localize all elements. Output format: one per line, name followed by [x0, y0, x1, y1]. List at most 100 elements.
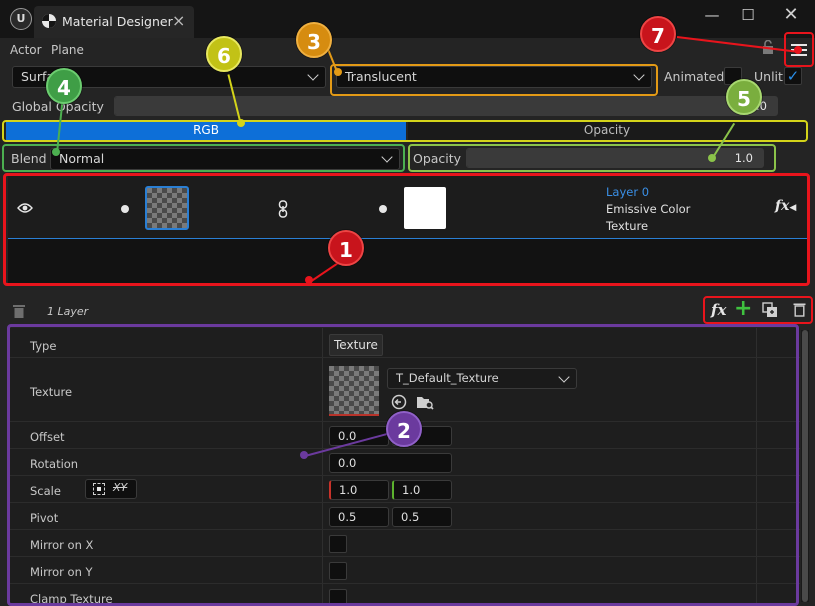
- clamp-texture-label: Clamp Texture: [30, 592, 113, 606]
- annotation-dot-5: [708, 154, 716, 162]
- unlit-label: Unlit: [754, 69, 783, 84]
- global-opacity-slider[interactable]: 1.0: [114, 96, 778, 116]
- layer-stack: Layer 0 Emissive Color Texture fx◀: [8, 176, 808, 284]
- add-effect-button[interactable]: fx: [711, 301, 727, 319]
- annotation-badge-5: 5: [726, 79, 762, 115]
- annotation-dot-3: [334, 68, 342, 76]
- mask-indicator-dot: [121, 205, 129, 213]
- properties-panel: Type Texture Texture T_Default_Texture O…: [10, 328, 800, 606]
- pivot-x-input[interactable]: 0.5: [329, 507, 389, 527]
- delete-layer-icon[interactable]: [793, 302, 806, 317]
- caret-left-icon: ◀: [789, 203, 797, 213]
- annotation-dot-1: [305, 276, 313, 284]
- chevron-down-icon: [307, 69, 319, 81]
- tab-rgb[interactable]: RGB: [6, 122, 406, 140]
- animated-label: Animated: [664, 69, 725, 84]
- layer-name: Layer 0: [606, 185, 650, 199]
- scale-y-input[interactable]: 1.0: [392, 480, 452, 500]
- add-layer-button[interactable]: +: [734, 296, 753, 321]
- texture-dropdown[interactable]: T_Default_Texture: [387, 368, 577, 389]
- close-tab-icon[interactable]: ×: [172, 11, 186, 30]
- layer-type: Texture: [606, 219, 649, 233]
- scale-label: Scale: [30, 484, 61, 498]
- fx-label: fx: [775, 198, 790, 214]
- scale-x-input[interactable]: 1.0: [329, 480, 389, 500]
- annotation-dot-2: [300, 451, 308, 459]
- unreal-logo-icon: U: [10, 8, 32, 30]
- chevron-down-icon: [558, 371, 570, 383]
- browse-asset-icon[interactable]: [416, 393, 434, 411]
- unlit-checkbox[interactable]: ✓: [784, 67, 802, 85]
- slider-fill: [115, 97, 777, 115]
- blend-mode-value: Translucent: [345, 69, 417, 84]
- layer-channel: Emissive Color: [606, 202, 691, 216]
- clamp-texture-checkbox[interactable]: [329, 589, 347, 606]
- mirror-y-label: Mirror on Y: [30, 565, 93, 579]
- texture-thumbnail[interactable]: [329, 366, 379, 416]
- chevron-down-icon: [633, 69, 645, 81]
- offset-x-input[interactable]: 0.0: [329, 426, 389, 446]
- mask-indicator-dot: [379, 205, 387, 213]
- global-opacity-label: Global Opacity: [12, 99, 104, 114]
- blend-value: Normal: [59, 151, 105, 166]
- property-row-pivot: Pivot 0.5 0.5: [10, 503, 800, 530]
- scrollbar-track[interactable]: [801, 330, 809, 602]
- blend-mode-dropdown[interactable]: Translucent: [336, 66, 652, 88]
- annotation-badge-1: 1: [328, 230, 364, 266]
- annotation-badge-3: 3: [296, 22, 332, 58]
- texture-label: Texture: [30, 385, 73, 399]
- texture-value: T_Default_Texture: [396, 371, 499, 385]
- rotation-input[interactable]: 0.0: [329, 453, 452, 473]
- tab-material-designer[interactable]: Material Designer ×: [34, 6, 194, 38]
- layer-divider: [8, 238, 808, 239]
- chevron-down-icon: [381, 151, 393, 163]
- link-icon[interactable]: [278, 200, 288, 218]
- close-window-button[interactable]: ✕: [783, 4, 799, 25]
- annotation-dot-7: [794, 46, 802, 54]
- annotation-badge-6: 6: [206, 36, 242, 72]
- use-selected-asset-icon[interactable]: [391, 394, 407, 410]
- unlock-icon[interactable]: [762, 40, 776, 54]
- breadcrumb-plane[interactable]: Plane: [51, 43, 84, 57]
- trash-icon[interactable]: [12, 303, 26, 319]
- pivot-label: Pivot: [30, 511, 59, 525]
- mask-swatch[interactable]: [404, 187, 446, 229]
- opacity-label: Opacity: [413, 151, 462, 166]
- pivot-y-input[interactable]: 0.5: [392, 507, 452, 527]
- property-row-texture: Texture T_Default_Texture: [10, 359, 800, 422]
- opacity-slider[interactable]: 1.0: [466, 148, 764, 168]
- eye-icon[interactable]: [17, 202, 33, 214]
- minimize-button[interactable]: —: [704, 6, 720, 24]
- property-row-type: Type Texture: [10, 331, 800, 358]
- annotation-badge-4: 4: [46, 68, 82, 104]
- rotation-label: Rotation: [30, 457, 79, 471]
- tab-opacity[interactable]: Opacity: [408, 122, 806, 140]
- property-row-clamp: Clamp Texture: [10, 584, 800, 606]
- type-label: Type: [30, 339, 57, 353]
- duplicate-layer-icon[interactable]: [762, 302, 778, 318]
- mirror-x-checkbox[interactable]: [329, 535, 347, 553]
- material-icon: [42, 14, 56, 28]
- column-divider: [756, 328, 757, 604]
- offset-label: Offset: [30, 430, 65, 444]
- property-row-mirror-y: Mirror on Y: [10, 557, 800, 584]
- column-divider: [322, 328, 323, 604]
- property-row-rotation: Rotation 0.0: [10, 449, 800, 476]
- annotation-badge-2: 2: [386, 411, 422, 447]
- annotation-dot-6: [237, 119, 245, 127]
- scrollbar-thumb[interactable]: [802, 330, 808, 602]
- breadcrumb-actor[interactable]: Actor: [10, 43, 42, 57]
- scale-lock-toggle[interactable]: XY: [85, 479, 137, 499]
- mirror-y-checkbox[interactable]: [329, 562, 347, 580]
- tab-title: Material Designer: [62, 14, 173, 29]
- uniform-scale-icon: [93, 483, 105, 495]
- type-value[interactable]: Texture: [329, 334, 383, 356]
- layer-row[interactable]: Layer 0 Emissive Color Texture fx◀: [8, 176, 808, 238]
- blend-dropdown[interactable]: Normal: [50, 148, 400, 170]
- texture-swatch[interactable]: [145, 186, 189, 230]
- opacity-value: 1.0: [734, 151, 753, 165]
- annotation-badge-7: 7: [640, 16, 676, 52]
- layer-fx-button[interactable]: fx◀: [775, 198, 796, 214]
- maximize-button[interactable]: ☐: [741, 6, 755, 24]
- property-row-mirror-x: Mirror on X: [10, 530, 800, 557]
